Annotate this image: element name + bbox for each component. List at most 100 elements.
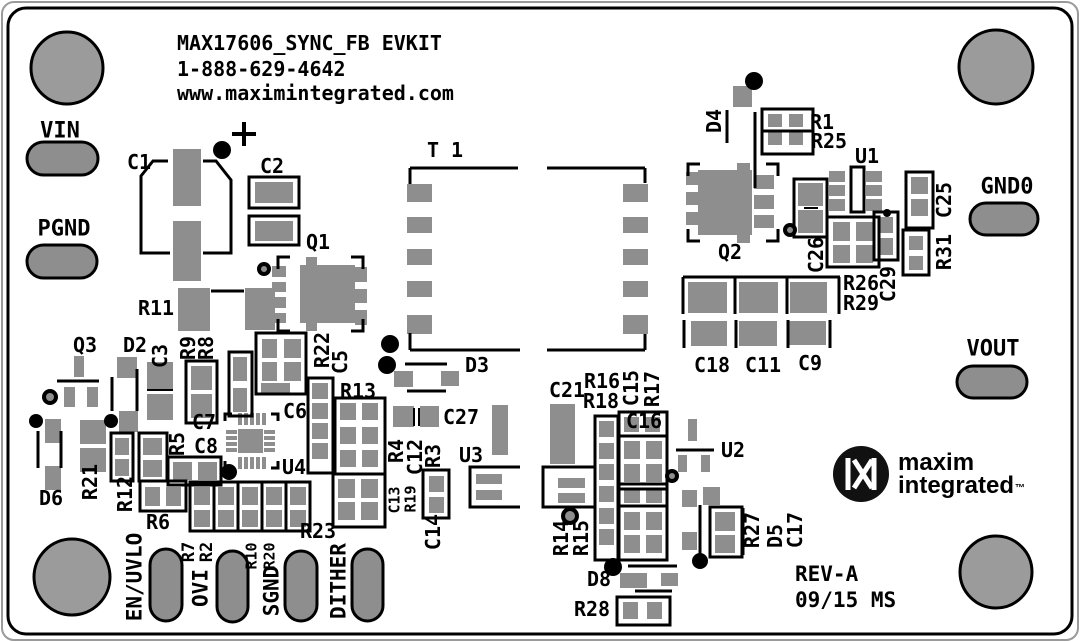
refdes-label-r8: R8	[194, 336, 218, 360]
smd-pad	[250, 413, 254, 425]
brand-text: maxim	[898, 449, 974, 476]
smd-pad	[624, 464, 640, 482]
refdes-label-c15: C15	[619, 370, 643, 406]
via-donut-center	[669, 473, 675, 479]
refdes-label-d5: D5	[763, 524, 787, 548]
smd-pad	[340, 427, 356, 444]
smd-pad	[866, 199, 882, 211]
smd-pad	[338, 479, 355, 498]
smd-pad	[441, 371, 459, 386]
smd-pad	[312, 403, 328, 419]
smd-pad	[754, 195, 774, 209]
smd-pad	[173, 149, 201, 206]
smd-pad	[715, 535, 735, 553]
port-label-vout: VOUT	[967, 337, 1020, 362]
smd-pad	[355, 289, 367, 303]
smd-pad	[266, 510, 282, 527]
smd-pad	[911, 177, 928, 194]
mounting-hole	[958, 534, 1034, 610]
smd-pad	[173, 462, 192, 480]
smd-pad	[284, 362, 301, 381]
smd-pad	[250, 457, 254, 469]
refdes-label-r7: R7	[179, 542, 199, 562]
smd-pad	[290, 510, 306, 527]
refdes-label-d8: D8	[587, 567, 611, 591]
smd-pad	[393, 406, 414, 427]
smd-pad	[147, 394, 173, 420]
smd-pad	[255, 182, 293, 203]
smd-pad	[191, 366, 212, 390]
smd-pad	[264, 436, 275, 440]
marker-dot	[381, 335, 399, 353]
via-donut-center	[261, 266, 267, 272]
smd-pad	[244, 413, 248, 425]
smd-pad	[737, 235, 750, 243]
smd-pad	[623, 249, 648, 265]
smd-pad	[242, 487, 258, 505]
connector-pad	[148, 547, 184, 623]
refdes-label-d4: D4	[702, 109, 726, 133]
smd-pad	[623, 315, 648, 334]
smd-pad	[688, 419, 697, 441]
smd-pad	[361, 502, 378, 520]
smd-pad	[272, 266, 286, 277]
component-outline-path	[139, 159, 233, 255]
smd-pad	[394, 371, 413, 387]
smd-pad	[754, 215, 774, 228]
refdes-label-r12: R12	[113, 476, 137, 512]
smd-pad	[798, 210, 823, 233]
marker-dot	[221, 464, 237, 480]
mounting-hole	[32, 537, 112, 617]
smd-pad	[789, 132, 803, 145]
port-label-vin: VIN	[40, 119, 80, 144]
smd-pad	[909, 236, 923, 250]
component-outline	[617, 434, 669, 491]
smd-pad	[264, 430, 275, 434]
refdes-label-d3: D3	[465, 353, 489, 377]
refdes-label-r17: R17	[640, 371, 664, 407]
refdes-label-d2: D2	[123, 333, 147, 357]
refdes-label-c27: C27	[443, 405, 479, 429]
refdes-label-r25: R25	[811, 129, 847, 153]
marker-dot	[745, 72, 763, 90]
smd-pad	[194, 510, 210, 527]
smd-pad	[623, 217, 648, 233]
smd-pad	[262, 413, 266, 425]
smd-pad	[829, 199, 845, 211]
via-donut-center	[565, 511, 575, 521]
smd-pad	[768, 114, 782, 127]
smd-pad	[624, 441, 640, 459]
component-outline	[254, 331, 308, 396]
smd-pad	[306, 323, 317, 331]
smd-pad	[80, 420, 106, 444]
smd-pad	[245, 288, 275, 330]
smd-pad	[476, 490, 502, 500]
smd-pad	[218, 510, 234, 527]
refdes-label-d6: D6	[39, 486, 63, 510]
refdes-label-u2: U2	[721, 438, 745, 462]
smd-pad	[244, 457, 248, 469]
component-outline	[306, 376, 335, 475]
corner-bracket	[686, 162, 780, 243]
smd-pad	[407, 249, 432, 265]
component-outline	[188, 480, 312, 533]
port-label-pgnd: PGND	[38, 217, 91, 242]
connector-pad	[283, 549, 319, 623]
smd-pad	[661, 573, 678, 586]
smd-pad	[312, 423, 328, 439]
smd-pad	[87, 387, 98, 407]
refdes-label-r3: R3	[421, 444, 445, 468]
refdes-label-u3: U3	[459, 443, 483, 467]
smd-pad	[739, 282, 778, 313]
port-label-sgnd: SGND	[259, 566, 283, 617]
component-outline	[849, 165, 866, 214]
smd-pad	[911, 199, 928, 216]
refdes-label-r14: R14	[549, 520, 573, 556]
smd-pad	[264, 448, 275, 452]
smd-pad	[238, 429, 263, 453]
refdes-label-u4: U4	[282, 455, 306, 479]
board-title-text: www.maximintegrated.com	[177, 81, 454, 105]
smd-pad	[340, 450, 356, 467]
corner-bracket	[223, 412, 280, 470]
